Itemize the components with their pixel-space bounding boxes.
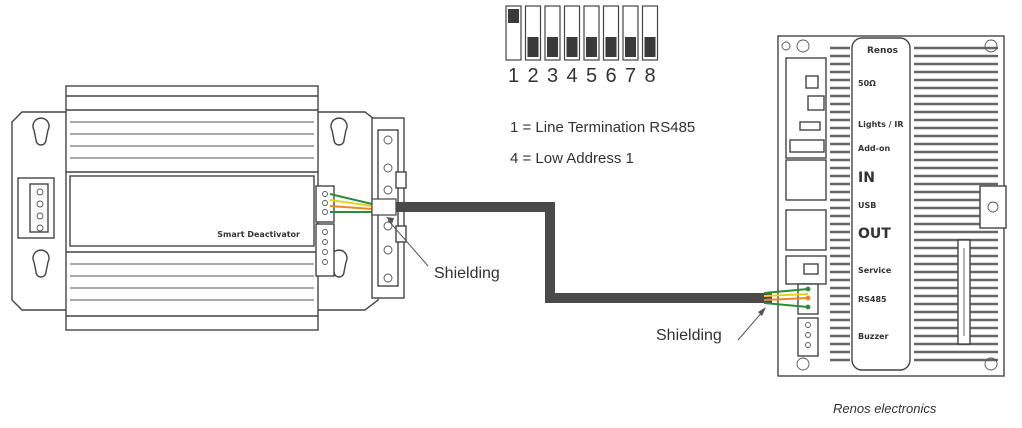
shielding-label-left: Shielding	[434, 265, 500, 282]
dip-label-8: 8	[644, 65, 655, 87]
port-label-in: IN	[858, 170, 875, 186]
keyhole-slots	[32, 117, 348, 278]
port-label-add-on: Add-on	[858, 144, 890, 153]
dip-label-2: 2	[527, 65, 538, 87]
dip-switch-8	[641, 5, 659, 61]
port-label-out: OUT	[858, 226, 891, 242]
dip-switch-5	[583, 5, 600, 61]
dip-label-1: 1	[508, 65, 519, 87]
right-brand: Renos	[867, 46, 898, 56]
dip-switch-4	[563, 5, 581, 61]
note-line-termination: 1 = Line Termination RS485	[510, 119, 695, 136]
rs485-cable	[329, 193, 809, 308]
dip-switch-2	[524, 5, 542, 61]
dip-label-6: 6	[605, 65, 616, 87]
dip-switch-3	[544, 5, 561, 61]
port-label-lights-ir: Lights / IR	[858, 120, 903, 129]
dip-switch-1	[505, 5, 522, 61]
left-device: Smart Deactivator	[11, 85, 407, 331]
dip-label-7: 7	[625, 65, 636, 87]
shielding-leader-left	[387, 219, 429, 267]
dip-label-3: 3	[547, 65, 558, 87]
port-label-service: Service	[858, 266, 892, 275]
port-label-50-: 50Ω	[858, 79, 876, 88]
port-label-usb: USB	[858, 201, 876, 210]
caption: Renos electronics	[833, 401, 937, 416]
port-label-buzzer: Buzzer	[858, 332, 889, 341]
dip-label-5: 5	[586, 65, 597, 87]
dip-label-4: 4	[566, 65, 577, 87]
port-label-rs485: RS485	[858, 295, 887, 304]
dip-switch-7	[622, 5, 639, 61]
note-low-address: 4 = Low Address 1	[510, 150, 634, 167]
left-device-name: Smart Deactivator	[217, 230, 300, 239]
dip-switch-6	[602, 5, 620, 61]
shielding-label-right: Shielding	[656, 327, 722, 344]
shielding-leader-right	[737, 309, 765, 341]
